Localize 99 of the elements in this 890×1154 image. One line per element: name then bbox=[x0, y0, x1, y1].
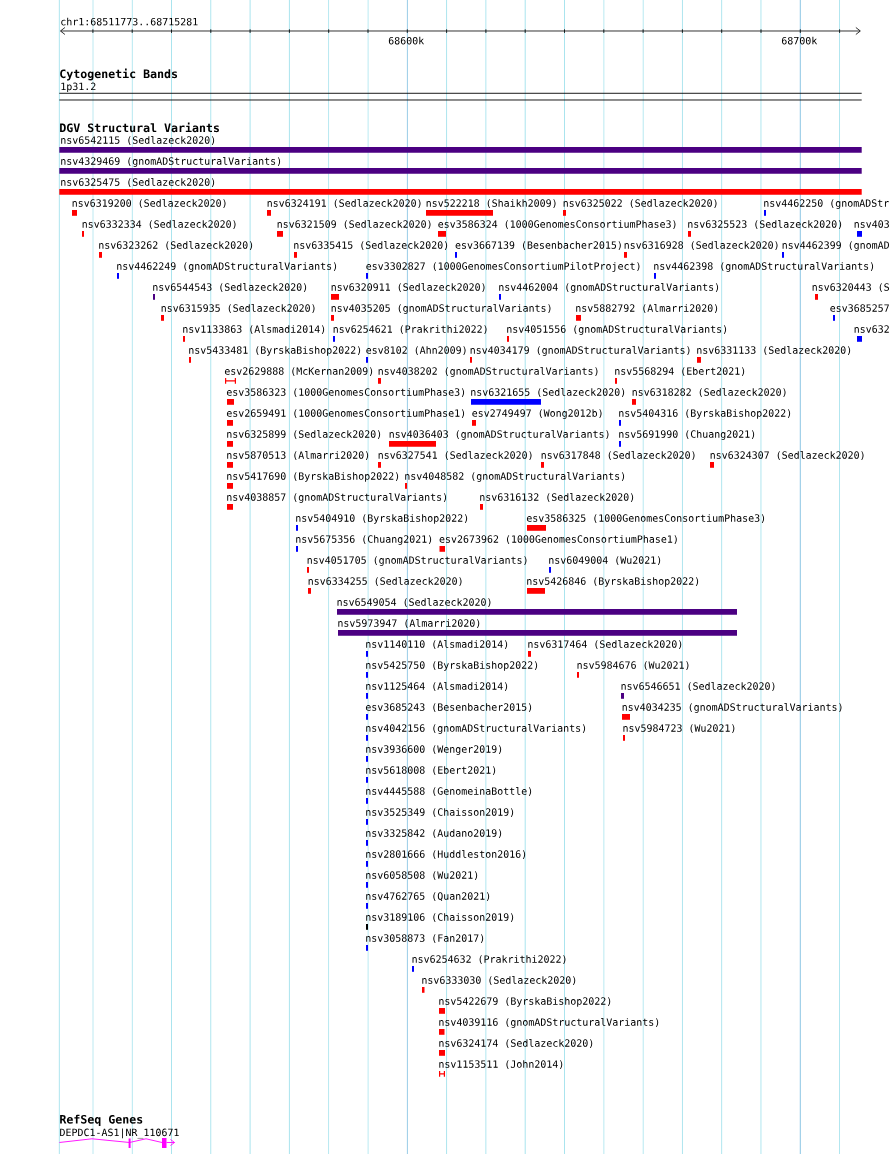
variant-label: nsv5433481 (ByrskaBishop2022) bbox=[189, 346, 361, 356]
variant-label: nsv4038857 (gnomADStructuralVariants) bbox=[227, 493, 447, 503]
variant-label: nsv6331133 (Sedlazeck2020) bbox=[697, 346, 851, 355]
variant-label: nsv5404316 (ByrskaBishop2022) bbox=[619, 409, 791, 419]
gene-label: DEPDC1-AS1|NR_110671 bbox=[60, 1128, 179, 1139]
variant-label: nsv6324191 (Sedlazeck2020) bbox=[267, 199, 421, 208]
variant-label: nsv5984676 (Wu2021) bbox=[577, 661, 689, 670]
variant-label: esv3667139 (Besenbacher2015) bbox=[455, 241, 621, 250]
variant-label: esv3586325 (1000GenomesConsortiumPhase3) bbox=[526, 514, 765, 523]
variant-label: nsv403 bbox=[854, 220, 889, 228]
track-title: DGV Structural Variants bbox=[60, 122, 219, 133]
variant-label: nsv1140110 (Alsmadi2014) bbox=[366, 640, 508, 649]
variant-label: nsv6058508 (Wu2021) bbox=[366, 871, 478, 880]
variant-label: esv2629888 (McKernan2009) bbox=[224, 367, 373, 376]
variant-label: nsv5675356 (Chuang2021) bbox=[296, 535, 432, 545]
variant-label: nsv6254632 (Prakrithi2022) bbox=[412, 955, 566, 964]
variant-label: nsv6316928 (Sedlazeck2020) bbox=[624, 241, 778, 250]
variant-label: nsv6325022 (Sedlazeck2020) bbox=[563, 199, 717, 208]
variant-label: nsv6316132 (Sedlazeck2020) bbox=[480, 493, 634, 502]
tick-label: 68600k bbox=[388, 36, 425, 45]
band-label: 1p31.2 bbox=[61, 82, 96, 93]
variant-label: nsv6317848 (Sedlazeck2020) bbox=[541, 451, 695, 460]
variant-label: nsv1153511 (John2014) bbox=[439, 1060, 563, 1069]
variant-label: nsv6319200 (Sedlazeck2020) bbox=[72, 199, 226, 208]
variant-label: nsv5691990 (Chuang2021) bbox=[619, 430, 755, 440]
variant-label: nsv2801666 (Huddleston2016) bbox=[366, 850, 526, 859]
variant-label: nsv4462250 (gnomADStr bbox=[764, 199, 889, 209]
variant-label: esv3302827 (1000GenomesConsortiumPilotProject) bbox=[366, 262, 640, 272]
variant-label: nsv4462398 (gnomADStructuralVariants) bbox=[654, 262, 874, 272]
variant-label: nsv6321509 (Sedlazeck2020) bbox=[277, 220, 431, 229]
variant-label: nsv5618008 (Ebert2021) bbox=[366, 766, 496, 775]
variant-label: esv3586324 (1000GenomesConsortiumPhase3) bbox=[438, 220, 676, 229]
variant-label: nsv6254621 (Prakrithi2022) bbox=[333, 325, 487, 334]
variant-label: nsv5882792 (Almarri2020) bbox=[576, 304, 718, 313]
variant-label: nsv6325475 (Sedlazeck2020) bbox=[61, 178, 215, 187]
variant-label: nsv4042156 (gnomADStructuralVariants) bbox=[366, 724, 586, 734]
variant-label: nsv3936600 (Wenger2019) bbox=[366, 745, 502, 755]
variant-label: nsv5425750 (ByrskaBishop2022) bbox=[366, 661, 538, 671]
variant-label: nsv6320443 (S bbox=[812, 283, 889, 292]
variant-label: nsv6546651 (Sedlazeck2020) bbox=[621, 682, 775, 691]
variant-label: nsv3058873 (Fan2017) bbox=[366, 934, 484, 943]
variant-label: nsv522218 (Shaikh2009) bbox=[426, 199, 556, 208]
variant-label: nsv4762765 (Quan2021) bbox=[366, 892, 490, 901]
variant-label: esv8102 (Ahn2009) bbox=[366, 346, 466, 355]
variant-label: nsv5404910 (ByrskaBishop2022) bbox=[296, 514, 468, 524]
variant-label: nsv1125464 (Alsmadi2014) bbox=[366, 682, 508, 691]
variant-label: nsv4034179 (gnomADStructuralVariants) bbox=[470, 346, 690, 356]
variant-label: nsv1133863 (Alsmadi2014) bbox=[183, 325, 325, 334]
variant-label: nsv6542115 (Sedlazeck2020) bbox=[61, 136, 215, 145]
variant-label: nsv5426846 (ByrskaBishop2022) bbox=[527, 577, 699, 587]
variant-label: nsv5984723 (Wu2021) bbox=[623, 724, 735, 733]
variant-label: nsv6549054 (Sedlazeck2020) bbox=[337, 598, 491, 607]
variant-label: nsv4039116 (gnomADStructuralVariants) bbox=[439, 1018, 659, 1028]
variant-label: nsv4329469 (gnomADStructuralVariants) bbox=[61, 157, 281, 167]
variant-label: nsv6321655 (Sedlazeck2020) bbox=[471, 388, 625, 397]
variant-label: nsv6320911 (Sedlazeck2020) bbox=[331, 283, 485, 292]
variant-label: nsv6334255 (Sedlazeck2020) bbox=[308, 577, 462, 586]
variant-label: nsv5568294 (Ebert2021) bbox=[615, 367, 745, 376]
tick-label: 68700k bbox=[781, 36, 818, 45]
variant-label: nsv6049004 (Wu2021) bbox=[549, 556, 661, 565]
variant-label: esv2659491 (1000GenomesConsortiumPhase1) bbox=[226, 409, 465, 418]
variant-label: nsv4035205 (gnomADStructuralVariants) bbox=[331, 304, 551, 314]
variant-label: nsv4445588 (GenomeinaBottle) bbox=[366, 787, 532, 796]
variant-label: nsv6324307 (Sedlazeck2020) bbox=[710, 451, 864, 460]
variant-label: nsv3525349 (Chaisson2019) bbox=[366, 808, 514, 817]
variant-label: nsv6325523 (Sedlazeck2020) bbox=[688, 220, 842, 229]
variant-label: esv2673962 (1000GenomesConsortiumPhase1) bbox=[439, 535, 677, 544]
variant-label: esv3685257 bbox=[830, 304, 889, 312]
variant-label: nsv6332334 (Sedlazeck2020) bbox=[82, 220, 236, 229]
variant-label: nsv6335415 (Sedlazeck2020) bbox=[294, 241, 448, 250]
variant-label: esv3586323 (1000GenomesConsortiumPhase3) bbox=[226, 388, 465, 397]
variant-label: nsv6325899 (Sedlazeck2020) bbox=[227, 430, 381, 439]
variant-label: nsv5870513 (Almarri2020) bbox=[227, 451, 369, 460]
variant-label: nsv6333030 (Sedlazeck2020) bbox=[422, 976, 576, 985]
coordinate-label: chr1:68511773..68715281 bbox=[61, 17, 198, 26]
variant-label: nsv4034235 (gnomADStructuralVariants) bbox=[622, 703, 842, 713]
variant-label: nsv3325842 (Audano2019) bbox=[366, 829, 502, 838]
variant-label: nsv4036403 (gnomADStructuralVariants) bbox=[389, 430, 609, 440]
variant-label: esv2749497 (Wong2012b) bbox=[472, 409, 602, 419]
variant-label: nsv6315935 (Sedlazeck2020) bbox=[161, 304, 315, 313]
variant-label: nsv6317464 (Sedlazeck2020) bbox=[528, 640, 682, 649]
variant-label: nsv4038202 (gnomADStructuralVariants) bbox=[378, 367, 598, 377]
variant-label: nsv632 bbox=[854, 325, 889, 333]
variant-label: nsv5973947 (Almarri2020) bbox=[338, 619, 480, 628]
variant-label: nsv6327541 (Sedlazeck2020) bbox=[378, 451, 532, 460]
variant-label: nsv6544543 (Sedlazeck2020) bbox=[153, 283, 307, 292]
variant-label: nsv4051556 (gnomADStructuralVariants) bbox=[507, 325, 727, 335]
variant-label: nsv6324174 (Sedlazeck2020) bbox=[439, 1039, 593, 1048]
variant-label: nsv6318282 (Sedlazeck2020) bbox=[632, 388, 786, 397]
variant-label: nsv5422679 (ByrskaBishop2022) bbox=[439, 997, 611, 1007]
variant-label: nsv4462399 (gnomAD bbox=[782, 241, 889, 251]
variant-label: nsv3189106 (Chaisson2019) bbox=[366, 913, 514, 922]
variant-label: nsv4462249 (gnomADStructuralVariants) bbox=[117, 262, 337, 272]
variant-label: nsv4048582 (gnomADStructuralVariants) bbox=[405, 472, 625, 482]
variant-label: nsv5417690 (ByrskaBishop2022) bbox=[227, 472, 399, 482]
variant-label: nsv4462004 (gnomADStructuralVariants) bbox=[499, 283, 719, 293]
variant-label: nsv4051705 (gnomADStructuralVariants) bbox=[307, 556, 527, 566]
variant-label: nsv6323262 (Sedlazeck2020) bbox=[99, 241, 253, 250]
variant-label: esv3685243 (Besenbacher2015) bbox=[365, 703, 532, 712]
